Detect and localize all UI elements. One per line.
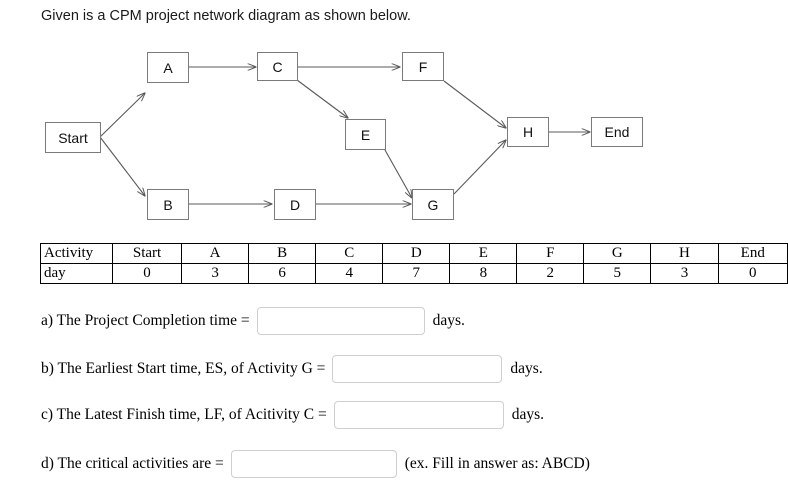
node-end: End bbox=[591, 117, 643, 147]
table-cell-day-9: 0 bbox=[717, 263, 788, 284]
question-d-suffix: (ex. Fill in answer as: ABCD) bbox=[404, 455, 590, 472]
node-a-label: A bbox=[163, 59, 173, 76]
answer-input-project-completion-time[interactable] bbox=[256, 307, 425, 335]
diagram-edges-layer bbox=[99, 36, 788, 231]
table-cell-day-3: 4 bbox=[315, 263, 384, 284]
question-c-suffix: days. bbox=[511, 406, 545, 423]
node-start: Start bbox=[45, 122, 101, 153]
table-cell-day-4: 7 bbox=[382, 263, 451, 284]
table-cell-day-0: 0 bbox=[112, 263, 182, 284]
question-b-suffix: days. bbox=[510, 360, 543, 377]
table-row-day: day 0 3 6 4 7 8 2 5 3 0 bbox=[39, 263, 788, 284]
table-cell-day-6: 2 bbox=[516, 263, 585, 284]
node-g: G bbox=[412, 189, 454, 220]
node-c: C bbox=[257, 52, 298, 81]
table-cell-day-2: 6 bbox=[248, 263, 317, 284]
question-a-label: a) The Project Completion time = bbox=[41, 312, 250, 329]
edge-f-h bbox=[443, 80, 506, 128]
node-c-label: C bbox=[272, 58, 283, 75]
table-cell-day-7: 5 bbox=[583, 263, 652, 284]
node-g-label: G bbox=[427, 196, 439, 213]
table-cell-day-1: 3 bbox=[180, 263, 250, 284]
node-e-label: E bbox=[360, 126, 371, 143]
table-cell-day-8: 3 bbox=[650, 263, 719, 284]
node-end-label: End bbox=[604, 124, 630, 140]
table-cell-activity-5: E bbox=[449, 243, 518, 264]
question-c: c) The Latest Finish time, LF, of Acitiv… bbox=[41, 401, 544, 429]
edge-start-b bbox=[99, 136, 145, 196]
cpm-network-diagram: Start A B C D E F G H End bbox=[0, 36, 788, 231]
node-start-label: Start bbox=[58, 129, 88, 146]
answer-input-earliest-start-g[interactable] bbox=[332, 355, 503, 383]
node-b: B bbox=[147, 189, 189, 220]
node-d-label: D bbox=[289, 196, 301, 213]
table-header-activity: Activity bbox=[39, 243, 114, 264]
question-b: b) The Earliest Start time, ES, of Activ… bbox=[41, 355, 543, 383]
table-cell-activity-6: F bbox=[516, 243, 585, 264]
table-cell-activity-4: D bbox=[382, 243, 451, 264]
activity-duration-table: Activity Start A B C D E F G H End day 0… bbox=[39, 243, 788, 284]
question-a-suffix: days. bbox=[432, 312, 465, 329]
edge-c-e bbox=[296, 79, 348, 118]
edge-g-h bbox=[453, 140, 506, 195]
table-cell-activity-0: Start bbox=[112, 243, 182, 264]
table-cell-activity-7: G bbox=[583, 243, 652, 264]
node-b-label: B bbox=[163, 196, 173, 213]
table-cell-activity-2: B bbox=[248, 243, 317, 264]
table-cell-activity-1: A bbox=[180, 243, 250, 264]
table-header-day: day bbox=[39, 263, 114, 284]
table-row-activity: Activity Start A B C D E F G H End bbox=[39, 243, 788, 264]
edge-start-a bbox=[99, 93, 145, 138]
answer-input-latest-finish-c[interactable] bbox=[333, 401, 504, 429]
question-b-label: b) The Earliest Start time, ES, of Activ… bbox=[41, 360, 326, 377]
table-cell-day-5: 8 bbox=[449, 263, 518, 284]
node-h: H bbox=[507, 117, 549, 147]
answer-input-critical-activities[interactable] bbox=[230, 450, 397, 478]
question-d-label: d) The critical activities are = bbox=[41, 455, 224, 472]
node-d: D bbox=[274, 189, 316, 220]
node-e: E bbox=[345, 119, 386, 150]
edge-e-g bbox=[384, 149, 412, 198]
table-cell-activity-3: C bbox=[315, 243, 384, 264]
question-a: a) The Project Completion time = days. bbox=[41, 307, 465, 335]
table-cell-activity-8: H bbox=[650, 243, 719, 264]
question-c-label: c) The Latest Finish time, LF, of Acitiv… bbox=[41, 406, 327, 423]
table-cell-activity-9: End bbox=[717, 243, 788, 264]
node-f: F bbox=[402, 52, 444, 81]
page-title: Given is a CPM project network diagram a… bbox=[41, 8, 411, 24]
question-d: d) The critical activities are = (ex. Fi… bbox=[41, 450, 590, 478]
node-a: A bbox=[147, 52, 189, 83]
node-f-label: F bbox=[418, 58, 428, 75]
node-h-label: H bbox=[522, 124, 534, 140]
